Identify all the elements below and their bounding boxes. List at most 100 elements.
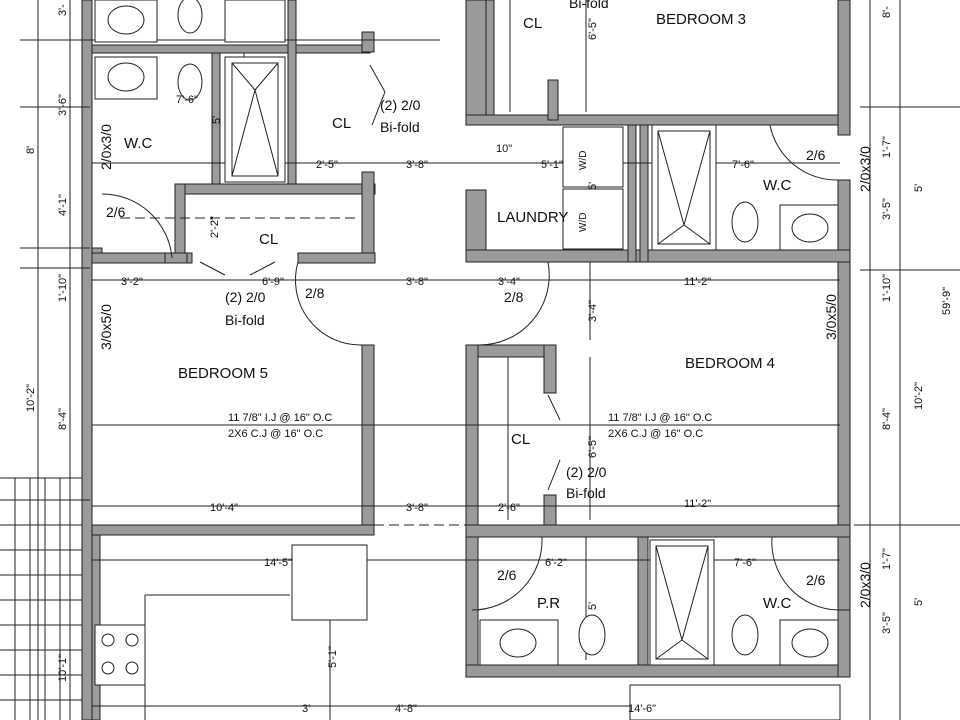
washer-dryer-icon	[562, 188, 624, 250]
room-label-wc: W.C	[763, 595, 791, 612]
sink-icon	[107, 62, 145, 92]
dim-label: 5'-1"	[541, 159, 563, 171]
dim-label: 1'-10"	[57, 274, 69, 302]
bifold-qty: (2) 2/0	[380, 97, 421, 113]
cooktop-icon	[94, 624, 146, 686]
window-label: 2/0x3/0	[857, 562, 873, 608]
wall-left-exterior	[81, 0, 93, 720]
wall	[297, 252, 376, 264]
bifold-label: Bi-fold	[225, 312, 265, 328]
dim-label: 6'-5"	[587, 436, 599, 458]
wall	[91, 44, 371, 54]
dim-label: 3'-5"	[881, 612, 893, 634]
sink-icon	[499, 628, 537, 658]
dim-label: 11'-2"	[684, 498, 711, 510]
dim-label: 3'-4"	[498, 276, 520, 288]
shower-icon	[224, 0, 286, 43]
dim-label: 10'-1"	[57, 654, 69, 682]
room-label-laundry: LAUNDRY	[497, 209, 568, 226]
dim-label: 5'	[913, 598, 925, 606]
bifold-qty: (2) 2/0	[225, 289, 266, 305]
toilet-icon	[177, 0, 203, 34]
dim-label: 4'-8"	[395, 703, 417, 715]
bifold-label: Bi-fold	[566, 485, 606, 501]
dim-label: 14'-6"	[628, 703, 656, 715]
door-swings	[101, 64, 839, 611]
fixture-labels: W/D W/D	[578, 151, 589, 232]
dim-label: 3'-4"	[587, 300, 599, 322]
dim-label: 8'	[25, 146, 37, 154]
wall	[837, 0, 851, 136]
dim-label: 8'-	[881, 6, 893, 18]
bifold-label: Bi-fold	[380, 119, 420, 135]
wall	[465, 249, 851, 263]
dim-label: 10"	[496, 143, 512, 155]
room-label-wc: W.C	[124, 135, 152, 152]
dim-label: 10'-2"	[913, 382, 925, 410]
dim-label: 3'-8"	[406, 502, 428, 514]
bifold-qty: (2) 2/0	[566, 464, 607, 480]
toilet-icon	[177, 63, 203, 101]
dim-label: 5'	[913, 184, 925, 192]
door-labels: 2/6 2/6 2/6 2/6 2/8 2/8 (2) 2/0 Bi-fold …	[106, 0, 826, 588]
wall	[287, 0, 297, 191]
door-label: 2/6	[497, 567, 517, 583]
wall	[465, 344, 555, 358]
washer-dryer-label: W/D	[578, 151, 589, 170]
room-label-closet: CL	[511, 431, 530, 448]
dim-label: 6'-2"	[545, 557, 567, 569]
dim-label: 7'-6"	[176, 94, 198, 106]
dim-label: 1'-7"	[881, 136, 893, 158]
dim-label: 6'-9"	[262, 276, 284, 288]
wall	[465, 664, 851, 678]
stairs	[0, 477, 82, 720]
room-label-bedroom5: BEDROOM 5	[178, 365, 268, 382]
joist-note: 11 7/8" I.J @ 16" O.C	[228, 412, 332, 424]
wall	[627, 124, 637, 263]
dim-label: 4'-1"	[57, 194, 69, 216]
dim-label: 5'	[211, 116, 223, 124]
dim-label: 2'-2"	[209, 216, 221, 238]
washer-dryer-label: W/D	[578, 213, 589, 232]
joist-notes: 11 7/8" I.J @ 16" O.C 2X6 C.J @ 16" O.C …	[228, 412, 712, 440]
dim-label: 1'-7"	[881, 548, 893, 570]
joist-note: 2X6 C.J @ 16" O.C	[608, 428, 703, 440]
wall	[639, 124, 649, 263]
wall	[174, 183, 186, 261]
toilet-icon	[578, 614, 606, 656]
window-label: 2/0x3/0	[857, 146, 873, 192]
shower-icon	[651, 124, 717, 251]
counter	[629, 684, 841, 720]
dim-label: 11'-2"	[684, 276, 711, 288]
window-label: 2/0x3/0	[98, 124, 114, 170]
wall	[361, 344, 375, 526]
sink-icon	[107, 5, 145, 35]
dimension-labels: 3'- 3'-6" 8' 4'-1" 1'-10" 10'-2" 8'-4" 1…	[25, 4, 953, 715]
dim-label: 8'-4"	[57, 408, 69, 430]
sink-icon	[791, 213, 829, 243]
joist-note: 2X6 C.J @ 16" O.C	[228, 428, 323, 440]
dim-label: 10'-4"	[210, 502, 238, 514]
wall	[164, 252, 188, 264]
wall	[485, 0, 495, 116]
wall	[174, 183, 376, 195]
room-label-closet: CL	[523, 15, 542, 32]
room-labels: BEDROOM 3 BEDROOM 4 BEDROOM 5 LAUNDRY W.…	[124, 11, 791, 612]
room-label-bedroom3: BEDROOM 3	[656, 11, 746, 28]
dim-label: 2'-5"	[316, 159, 338, 171]
dim-label: 3'	[302, 703, 310, 715]
wall	[361, 171, 375, 261]
toilet-icon	[731, 201, 759, 243]
dim-label: 7'-6"	[734, 557, 756, 569]
door-label: 2/6	[806, 572, 826, 588]
dim-label: 3'-2"	[121, 276, 143, 288]
dim-label: 3'-8"	[406, 276, 428, 288]
room-label-wc: W.C	[763, 177, 791, 194]
door-label: 2/8	[504, 289, 524, 305]
wall	[543, 344, 557, 394]
wall	[637, 536, 649, 668]
dim-label: 3'-	[57, 4, 69, 16]
dim-label: 10'-2"	[25, 384, 37, 412]
joist-note: 11 7/8" I.J @ 16" O.C	[608, 412, 712, 424]
